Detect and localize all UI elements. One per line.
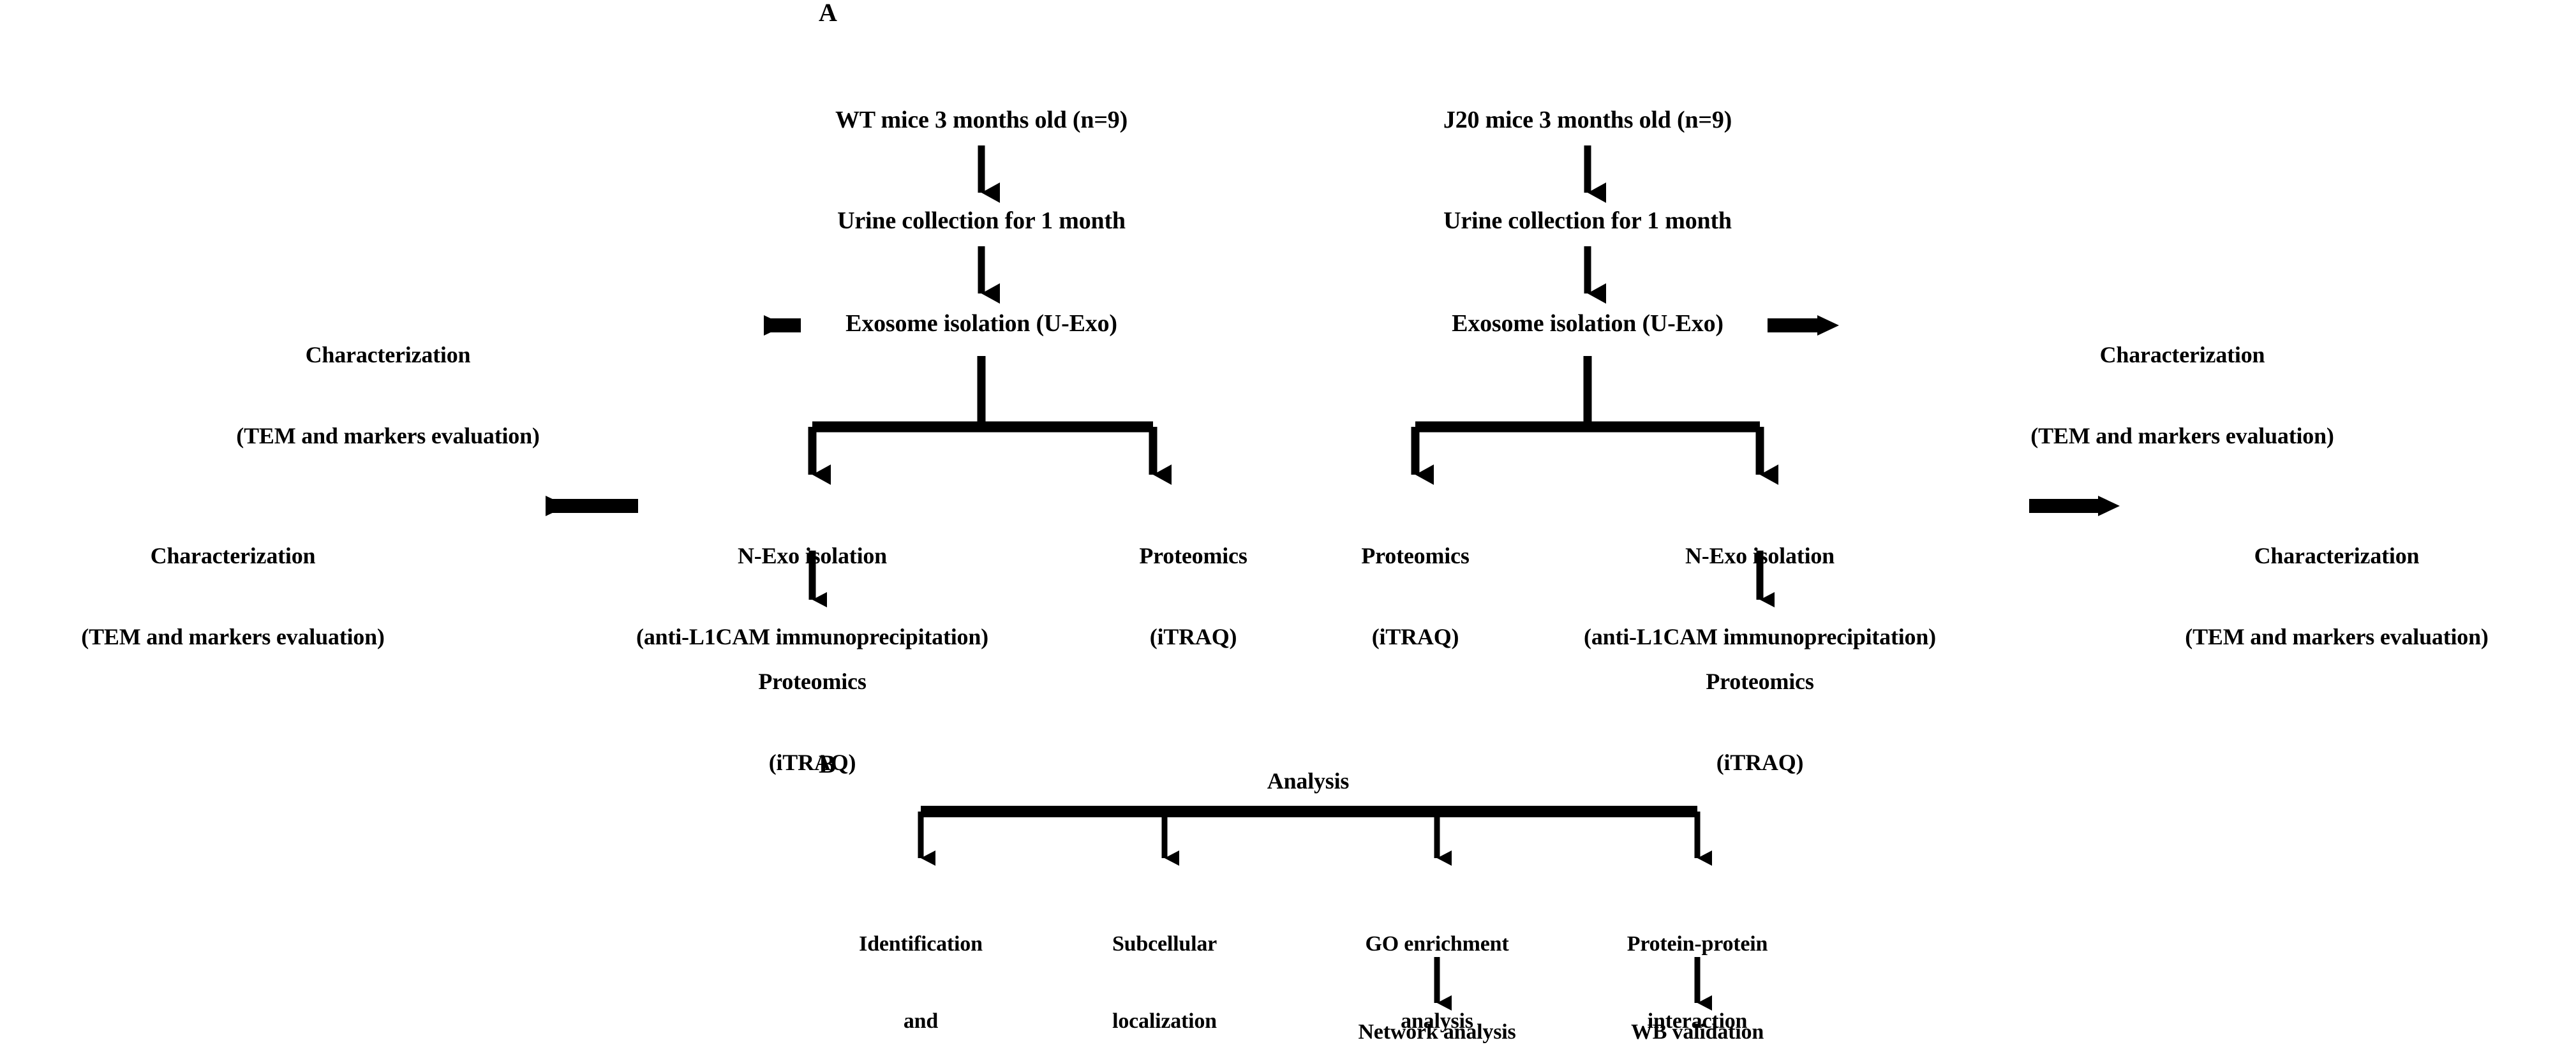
node-line-2: (TEM and markers evaluation) <box>2030 423 2334 449</box>
node-line-1: Proteomics <box>1361 542 1470 568</box>
node-line-2: analysis <box>1401 1009 1473 1033</box>
node-line-2: (TEM and markers evaluation) <box>81 624 385 650</box>
node-line-1: Characterization <box>2099 341 2265 367</box>
node-line-2: (anti-L1CAM immunoprecipitation) <box>636 624 988 650</box>
node-j20-nexo-isolation: N-Exo isolation (anti-L1CAM immunoprecip… <box>1584 488 1936 705</box>
node-wt-proteomics-nexo: Proteomics (iTRAQ) <box>758 614 866 831</box>
node-line-2: (iTRAQ) <box>1149 624 1237 650</box>
node-line-1: GO enrichment <box>1365 932 1509 956</box>
node-subcellular-localization: Subcellular localization analysis <box>1112 880 1217 1061</box>
node-j20-start: J20 mice 3 months old (n=9) <box>1443 107 1732 133</box>
node-line-1: Characterization <box>150 542 316 568</box>
node-line-1: N-Exo isolation <box>1685 542 1835 568</box>
node-analysis-root: Analysis <box>1267 768 1350 794</box>
panel-letter-a: A <box>819 0 837 27</box>
node-wb-validation: WB validation <box>1630 1020 1764 1044</box>
node-line-2: and <box>903 1009 939 1033</box>
node-line-1: Protein-protein <box>1627 932 1768 956</box>
node-j20-proteomics-nexo: Proteomics (iTRAQ) <box>1706 614 1813 831</box>
node-wt-characterization-uexo: Characterization (TEM and markers evalua… <box>236 287 540 504</box>
node-line-2: (iTRAQ) <box>768 750 856 776</box>
node-line-1: Proteomics <box>1706 668 1814 694</box>
node-j20-urine-collection: Urine collection for 1 month <box>1443 207 1732 234</box>
node-j20-characterization-nexo: Characterization (TEM and markers evalua… <box>2185 488 2489 705</box>
node-j20-exosome-isolation: Exosome isolation (U-Exo) <box>1452 310 1724 337</box>
node-protein-protein-interaction: Protein-protein interaction <box>1627 880 1768 1061</box>
node-line-1: Proteomics <box>758 668 867 694</box>
node-network-analysis: Network analysis <box>1358 1020 1516 1044</box>
node-line-1: Proteomics <box>1139 542 1247 568</box>
node-wt-characterization-nexo: Characterization (TEM and markers evalua… <box>81 488 385 705</box>
node-identification-quantification: Identification and quantification <box>856 880 985 1061</box>
node-line-2: (TEM and markers evaluation) <box>2185 624 2489 650</box>
node-line-1: Characterization <box>305 341 471 367</box>
node-line-2: (iTRAQ) <box>1716 750 1804 776</box>
node-line-2: (anti-L1CAM immunoprecipitation) <box>1584 624 1936 650</box>
node-wt-nexo-isolation: N-Exo isolation (anti-L1CAM immunoprecip… <box>636 488 988 705</box>
node-j20-proteomics-uexo: Proteomics (iTRAQ) <box>1361 488 1469 705</box>
node-go-enrichment-analysis: GO enrichment analysis <box>1366 880 1509 1061</box>
node-wt-urine-collection: Urine collection for 1 month <box>837 207 1126 234</box>
node-line-2: (iTRAQ) <box>1371 624 1459 650</box>
node-line-2: (TEM and markers evaluation) <box>236 423 540 449</box>
node-line-1: N-Exo isolation <box>737 542 888 568</box>
panel-letter-b: B <box>819 750 836 778</box>
node-line-2: interaction <box>1647 1009 1748 1033</box>
node-line-1: Identification <box>859 932 983 956</box>
node-line-1: Characterization <box>2254 542 2420 568</box>
node-wt-exosome-isolation: Exosome isolation (U-Exo) <box>845 310 1117 337</box>
node-wt-start: WT mice 3 months old (n=9) <box>835 107 1128 133</box>
node-wt-proteomics-uexo: Proteomics (iTRAQ) <box>1139 488 1247 705</box>
node-j20-characterization-uexo: Characterization (TEM and markers evalua… <box>2030 287 2334 504</box>
analysis-connectors <box>918 806 1712 1011</box>
node-line-1: Subcellular <box>1112 932 1217 956</box>
node-line-2: localization <box>1112 1009 1217 1033</box>
